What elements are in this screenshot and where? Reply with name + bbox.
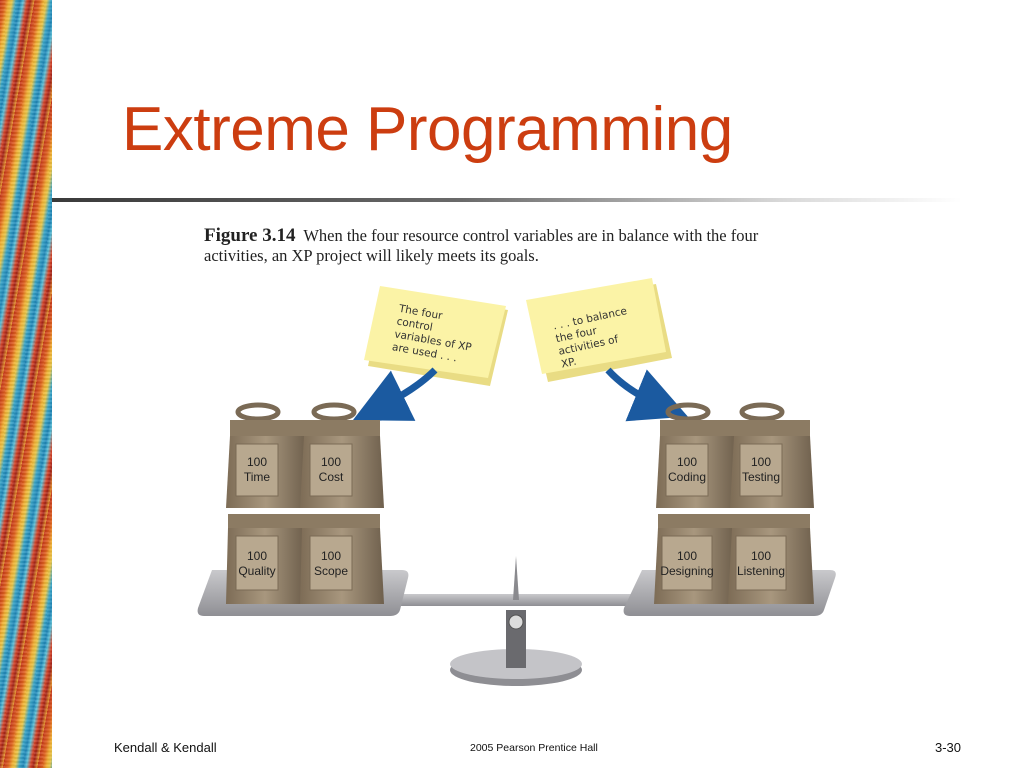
weight-label: Testing: [742, 470, 780, 484]
left-sticky-note: The four control variables of XP are use…: [364, 286, 508, 386]
weight-scope: 100 Scope: [300, 514, 384, 604]
weight-value: 100: [751, 549, 771, 563]
weight-value: 100: [247, 549, 267, 563]
weight-value: 100: [677, 455, 697, 469]
weight-quality: 100 Quality: [226, 514, 304, 604]
footer-publisher: 2005 Pearson Prentice Hall: [470, 742, 598, 754]
balance-scale-figure: The four control variables of XP are use…: [197, 278, 836, 686]
figure-caption-text: When the four resource control variables…: [204, 226, 759, 265]
svg-text:. . . to balance the fou: . . . to balance the four activities of …: [552, 304, 639, 370]
scale-pivot: [508, 614, 524, 630]
weight-value: 100: [321, 455, 341, 469]
left-arrow: [352, 367, 438, 421]
decorative-stripe: [0, 0, 52, 768]
weight-value: 100: [751, 455, 771, 469]
weight-listening: 100 Listening: [728, 514, 814, 604]
scale-needle: [513, 556, 519, 600]
weight-time: 100 Time: [226, 402, 306, 508]
weight-label: Quality: [238, 564, 275, 578]
weight-value: 100: [247, 455, 267, 469]
weight-label: Time: [244, 470, 271, 484]
figure-caption: Figure 3.14 When the four resource contr…: [204, 226, 824, 266]
slide-number: 3-30: [935, 740, 962, 755]
weight-label: Coding: [668, 470, 706, 484]
weight-designing: 100 Designing: [654, 514, 734, 604]
right-arrow: [605, 367, 688, 422]
footer-authors: Kendall & Kendall: [114, 740, 217, 755]
title-divider: [52, 198, 962, 202]
weight-value: 100: [677, 549, 697, 563]
figure-label: Figure 3.14: [204, 225, 296, 246]
weight-coding: 100 Coding: [656, 402, 736, 508]
weight-testing: 100 Testing: [730, 402, 814, 508]
weight-cost: 100 Cost: [300, 402, 384, 508]
weight-label: Designing: [660, 564, 713, 578]
slide-title: Extreme Programming: [122, 95, 733, 164]
weight-label: Scope: [314, 564, 348, 578]
right-sticky-note: . . . to balance the four activities of …: [526, 278, 672, 382]
weight-label: Cost: [319, 470, 344, 484]
weight-value: 100: [321, 549, 341, 563]
right-note-line: XP.: [560, 356, 577, 371]
weight-label: Listening: [737, 564, 785, 578]
